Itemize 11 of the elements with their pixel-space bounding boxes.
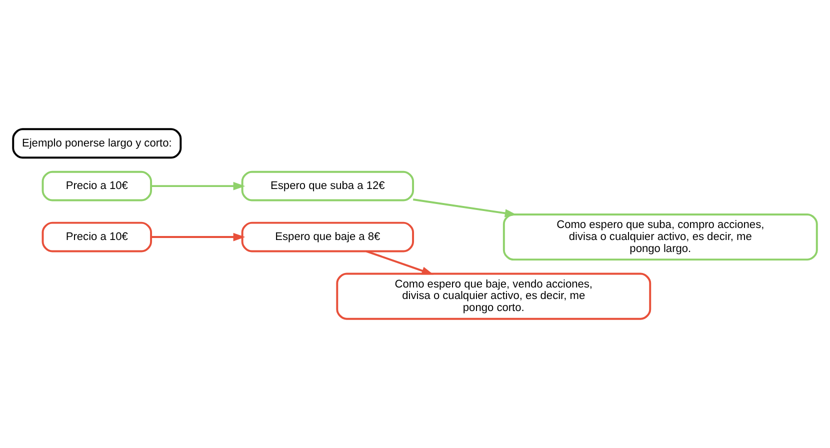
node-box: Como espero que baje, vendo acciones, divisa o cualquier activo, es decir, me pongo corto.	[336, 272, 652, 320]
arrow	[366, 250, 434, 275]
node-box: Ejemplo ponerse largo y corto:	[12, 128, 182, 159]
arrow	[151, 232, 246, 242]
node-box: Espero que suba a 12€	[241, 170, 414, 202]
node-box: Como espero que suba, compro acciones, divisa o cualquier activo, es decir, me pongo largo.	[502, 214, 818, 261]
node-box: Precio a 10€	[42, 170, 152, 202]
node-box: Precio a 10€	[42, 222, 152, 252]
arrow	[151, 182, 246, 190]
arrow	[412, 198, 517, 218]
node-box: Espero que baje a 8€	[241, 222, 414, 252]
